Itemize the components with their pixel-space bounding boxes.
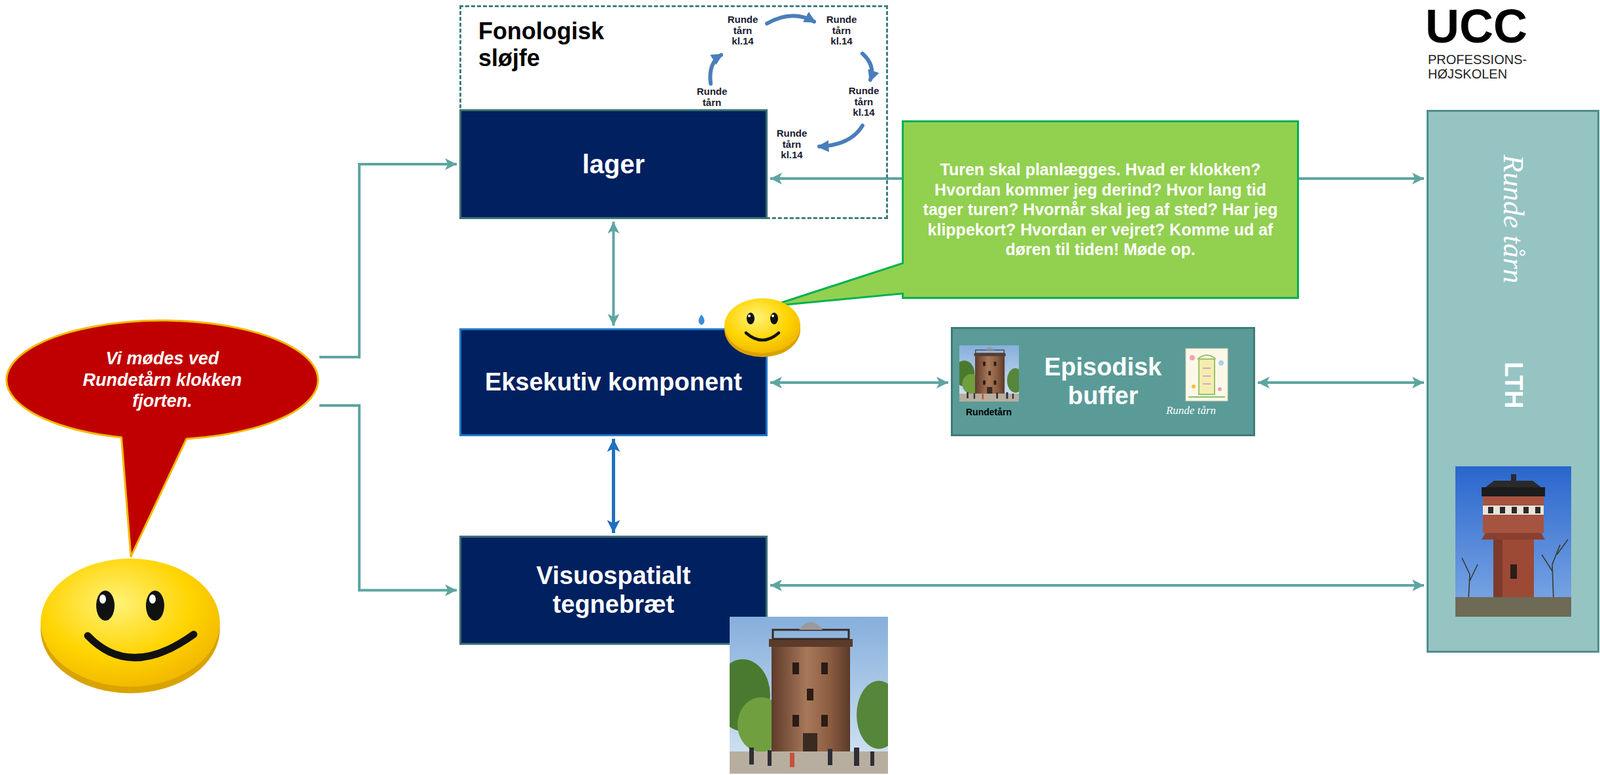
loop-label: Runde tårn kl.14 [844,85,883,119]
buffer-box: Episodisk buffer [950,327,1256,437]
loop-label: Runde tårn kl.14 [723,14,762,48]
water-tower-photo [1523,507,1529,514]
process-box: Visuospatialt tegnebræt [459,535,768,646]
loop-arrows [862,53,872,80]
water-tower-photo [1482,496,1544,534]
smiley-face [87,634,194,659]
water-tower-photo [1499,507,1506,514]
box-label: Visuospatialt tegnebræt [509,562,719,620]
smiley-face [746,312,755,325]
loop-arrows [766,15,815,24]
child-drawing [1202,368,1211,385]
band-label: Runde tårn [1495,155,1530,285]
connector-arrow [319,164,457,358]
child-drawing [1191,384,1196,389]
logo-text: UCC [1425,2,1528,50]
water-tower-photo [1493,535,1503,601]
water-tower-photo [1510,564,1517,580]
speech-callout-outline [770,121,1299,307]
smiley-face [99,594,107,605]
water-tower-photo [1535,507,1541,514]
speech-bubble: Vi mødes ved Rundetårn klokken fjorten. [5,319,320,442]
loop-label: Runde tårn kl.14 [772,128,811,161]
child-drawing [1198,359,1215,395]
loop-arrows [819,125,863,147]
box-label: Episodisk buffer [1028,353,1179,411]
tower-photo [729,617,889,775]
tower-photo [715,617,902,775]
logo-subtitle: PROFESSIONS- HØJSKOLEN [1427,52,1540,82]
loop-label: Runde tårn kl.14 [772,128,811,161]
smiley-face [746,333,779,341]
water-tower-photo [1455,466,1572,618]
water-tower-photo [1481,487,1546,497]
loop-label: Runde tårn kl.14 [822,14,861,48]
bubble-text: Vi mødes ved Rundetårn klokken fjorten. [64,348,261,412]
water-tower-photo [1488,507,1541,514]
child-drawing [1185,348,1228,402]
water-tower-photo [1485,480,1542,488]
region-title: Fonologisk sløjfe [478,17,629,72]
callout-text: Turen skal planlægges. Hvad er klokken? … [913,159,1288,260]
loop-label: Runde tårn kl.14 [723,14,762,48]
water-tower-photo [1455,597,1572,618]
child-drawing [1188,396,1226,398]
connector-arrow [611,439,616,534]
water-tower-photo [1493,535,1534,601]
loop-arrows [710,54,722,84]
child-drawing [1189,355,1195,361]
loop-label: Runde tårn [693,86,731,108]
water-tower-photo [1541,539,1568,601]
box-label: Eksekutiv komponent [484,368,743,398]
water-tower-photo [1461,539,1568,601]
smiley-face [40,558,220,694]
logo-subtitle: PROFESSIONS- HØJSKOLEN [1427,52,1540,82]
water-tower-photo [1511,474,1517,481]
connector-arrow [319,405,457,591]
smiley-face [724,302,801,358]
smiley-face [724,298,801,354]
smiley-face [145,590,165,622]
smiley-face [698,314,705,326]
smiley-face [771,314,775,318]
child-drawing [1197,355,1216,360]
loop-label: Runde tårn [693,86,731,108]
smiley-face [96,590,115,622]
water-tower-photo [1461,558,1478,601]
process-box: Eksekutiv komponent [459,328,768,437]
water-tower-photo [1482,505,1544,516]
connector-arrow [770,584,1424,587]
smiley-face [747,314,751,318]
smiley-face [149,594,156,605]
water-tower-photo [1488,507,1494,514]
connector-arrow [1257,381,1424,385]
water-tower-photo [1481,532,1546,540]
box-label: lager [582,149,646,180]
child-drawing [1185,348,1228,402]
speech-bubble-outline [6,320,319,557]
dashed-region: Fonologisk sløjfe lager [459,5,889,220]
logo-text: UCC [1425,2,1528,50]
smiley-face [770,312,779,325]
smiley-face [40,558,220,688]
water-tower-photo [1511,507,1517,514]
speech-callout: Turen skal planlægges. Hvad er klokken? … [901,120,1299,300]
memory-band: Runde tårnLTH [1426,109,1600,654]
child-drawing [1217,387,1222,392]
memory-pictures [954,345,1025,402]
loop-label: Runde tårn kl.14 [822,14,861,48]
process-box: lager [459,109,768,220]
connector-arrow [770,381,949,385]
connector-arrow [612,221,616,326]
water-tower-photo [1455,466,1572,618]
child-drawing [1218,360,1224,366]
band-title: LTH [1498,361,1529,409]
loop-label: Runde tårn kl.14 [844,85,883,119]
